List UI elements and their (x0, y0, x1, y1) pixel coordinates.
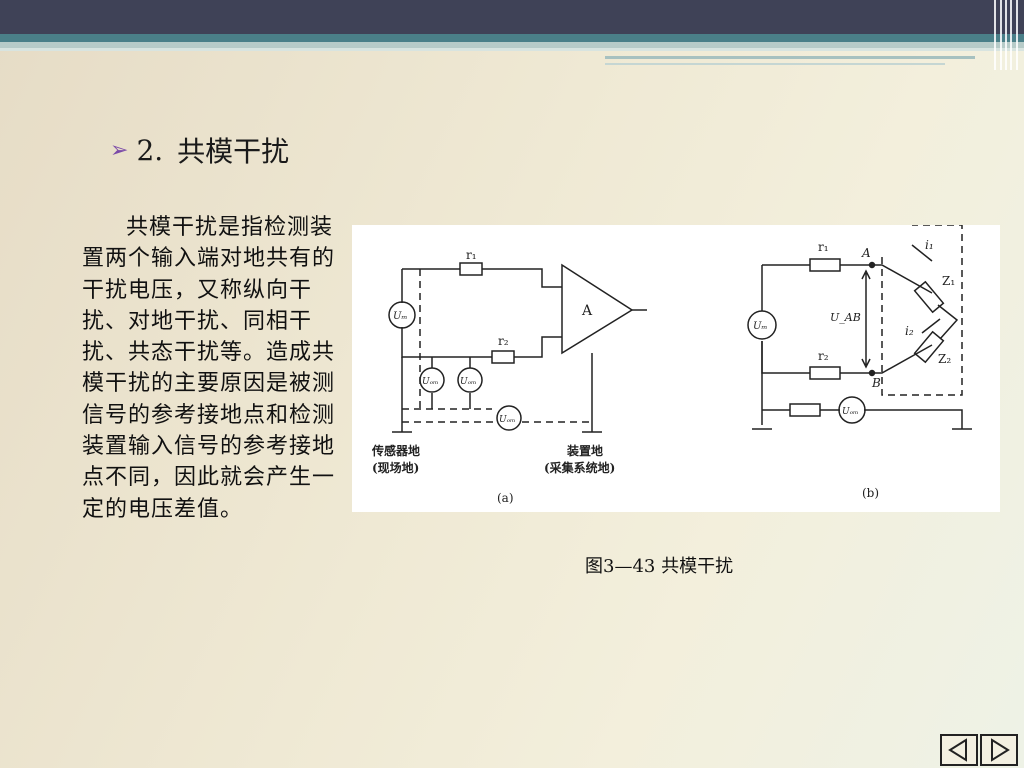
source-um (388, 301, 416, 329)
label-cm-b: Uₒₘ (842, 407, 859, 417)
decor-line (605, 63, 945, 65)
label-i2: i₂ (905, 324, 914, 338)
current-arrow-i2 (921, 318, 941, 334)
label-sensor-ground-sub: (现场地) (372, 460, 419, 475)
slide-heading: ➢ 2. 共模干扰 (110, 130, 289, 170)
triangle-right-icon (991, 738, 1010, 762)
label-node-a: A (861, 246, 871, 260)
triangle-left-icon (948, 738, 967, 762)
resistor-r2 (491, 350, 515, 364)
circuit-a (388, 262, 647, 433)
source-ucm (838, 396, 866, 424)
heading-title: 共模干扰 (177, 135, 290, 168)
source-ground (496, 405, 522, 431)
wire (762, 264, 933, 294)
label-b: (b) (862, 486, 879, 500)
top-bar (0, 0, 1024, 34)
diagram-labels: r₁ r₂ A Uₘ Uₒₘ Uₒₘ Uₒₘ 传感器地 (现场地) 装置地 (采… (371, 238, 955, 505)
wire (937, 304, 959, 340)
source-ucm2 (457, 367, 483, 393)
circuit-b (747, 225, 972, 430)
wire (752, 341, 972, 430)
label-z1: Z₁ (942, 274, 955, 288)
resistor-r2 (809, 366, 841, 380)
label-r1-b: r₁ (818, 240, 829, 254)
header-band-pale (0, 48, 1024, 51)
label-sensor-ground: 传感器地 (371, 443, 420, 458)
decor-vertical-lines (990, 0, 1024, 70)
current-arrow-i1 (911, 244, 933, 262)
label-cm1: Uₒₘ (422, 377, 439, 387)
label-amp: A (581, 303, 593, 319)
label-source-a: Uₘ (393, 311, 408, 322)
label-source-b: Uₘ (753, 321, 768, 332)
resistor-r1 (459, 262, 483, 276)
wire (402, 268, 562, 288)
wire (431, 357, 471, 409)
impedance-z1 (913, 280, 945, 314)
figure-caption: 图3—43 共模干扰 (585, 556, 734, 577)
header-band (0, 34, 1024, 42)
body-paragraph: 共模干扰是指检测装置两个输入端对地共有的干扰电压，又称纵向干扰、对地干扰、同相干… (82, 215, 336, 522)
circuit-figure: r₁ r₂ A Uₘ Uₒₘ Uₒₘ Uₒₘ 传感器地 (现场地) 装置地 (采… (352, 225, 1000, 512)
dashed-enclosure (881, 225, 963, 396)
label-a: (a) (497, 491, 514, 505)
label-r1-a: r₁ (466, 248, 477, 262)
wire (401, 269, 562, 358)
label-cm2: Uₒₘ (460, 377, 477, 387)
label-r2-b: r₂ (818, 349, 829, 363)
ground-sensor (392, 357, 412, 433)
heading-number: 2. (136, 133, 164, 167)
circuit-diagrams: r₁ r₂ A Uₘ Uₒₘ Uₒₘ Uₒₘ 传感器地 (现场地) 装置地 (采… (371, 225, 972, 505)
arrow-bullet-icon: ➢ (110, 137, 129, 163)
label-device-ground-sub: (采集系统地) (544, 460, 615, 475)
source-um (747, 310, 777, 340)
ground-device (582, 353, 602, 433)
voltage-arrow-uab (861, 269, 871, 369)
label-ground-source: Uₒₘ (499, 415, 516, 425)
label-z2: Z₂ (938, 352, 951, 366)
next-slide-button[interactable] (980, 734, 1018, 766)
resistor-ground (789, 403, 821, 417)
impedance-z2 (913, 330, 945, 364)
node-b (868, 369, 876, 377)
amplifier (561, 263, 634, 355)
resistor-r1 (809, 258, 841, 272)
label-i1: i₁ (925, 238, 934, 252)
label-node-b: B (871, 376, 881, 390)
previous-slide-button[interactable] (940, 734, 978, 766)
label-device-ground: 装置地 (566, 443, 603, 458)
decor-line (605, 56, 975, 59)
header-band-light (0, 42, 1024, 48)
label-uab: U_AB (830, 311, 861, 324)
node-a (868, 261, 876, 269)
label-r2-a: r₂ (498, 334, 509, 348)
